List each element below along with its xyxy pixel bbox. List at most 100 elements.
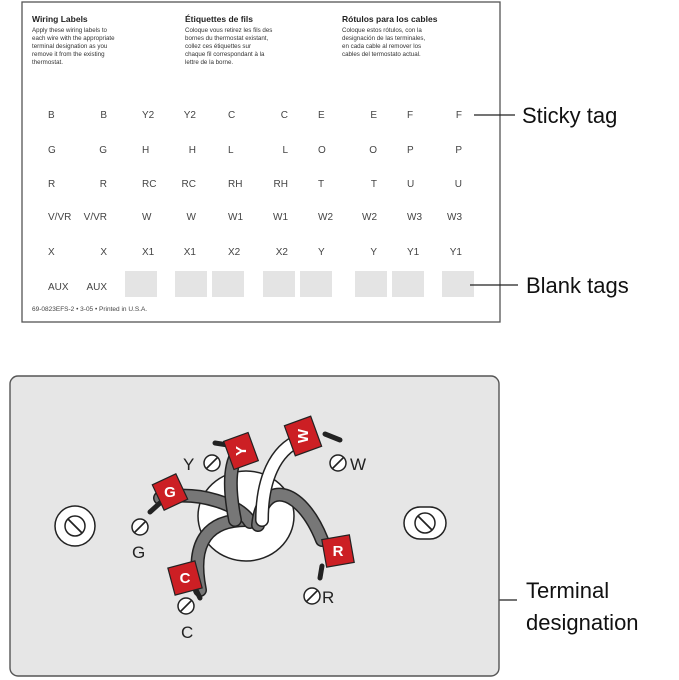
blank-tag — [125, 271, 157, 297]
wire-tag-g: G — [151, 473, 189, 511]
sticky-tag-label: P — [455, 145, 462, 156]
column-body-french-line: bornes du thermostat existant, — [185, 35, 269, 42]
blank-tag — [263, 271, 295, 297]
blank-tag — [355, 271, 387, 297]
left-mounting-screw-icon — [54, 505, 96, 547]
column-body-spanish-line: cables del termostato actual. — [342, 51, 421, 58]
sticky-tag-label: O — [318, 145, 326, 156]
wire-tag-w: W — [283, 415, 323, 457]
wire-tag-g-text: G — [164, 484, 176, 501]
blank-tag — [392, 271, 424, 297]
sticky-tag-label: C — [228, 110, 235, 121]
sticky-tag-label: F — [456, 110, 462, 121]
column-heading-english: Wiring Labels — [32, 14, 88, 24]
sticky-tag-label: RC — [182, 179, 196, 190]
wire-tag-c: C — [167, 560, 203, 596]
sticky-tag-label: U — [407, 179, 414, 190]
terminal-label-c: C — [181, 623, 193, 642]
column-body-french-line: chaque fil correspondant à la — [185, 51, 265, 58]
sticky-tag-label: X1 — [184, 247, 197, 258]
sticky-tag-label: X1 — [142, 247, 155, 258]
sticky-tag-label: X — [48, 247, 55, 258]
sticky-tag-label: Y — [370, 247, 377, 258]
sticky-tag-label: R — [48, 179, 55, 190]
sticky-tag-label: W2 — [362, 212, 377, 223]
wire-tip — [322, 431, 343, 443]
sticky-tag-label: H — [142, 145, 149, 156]
sticky-tag-label: V/VR — [48, 212, 71, 223]
sticky-tag-label: E — [370, 110, 377, 121]
terminal-screw-w-icon — [329, 454, 347, 472]
sticky-tag-label: V/VR — [84, 212, 107, 223]
sticky-tag-label: W — [187, 212, 197, 223]
wire-tag-y-text: Y — [233, 446, 250, 456]
sticky-tag-label: L — [228, 145, 234, 156]
blank-tag — [175, 271, 207, 297]
sticky-tag-label: H — [189, 145, 196, 156]
label-card: Wiring Labels Apply these wiring labels … — [21, 1, 501, 323]
callout-label-blank-tags: Blank tags — [526, 273, 629, 298]
sticky-tag-label: RC — [142, 179, 156, 190]
wire-tag-r: R — [321, 534, 355, 568]
column-body-english-line: each wire with the appropriate — [32, 35, 115, 42]
sticky-tag-label: E — [318, 110, 325, 121]
callout-label-terminal-line1: Terminal — [526, 578, 609, 603]
column-body-spanish-line: Coloque estos rótulos, con la — [342, 27, 422, 34]
sticky-tag-label: P — [407, 145, 414, 156]
sticky-tag-label: AUX — [48, 282, 69, 293]
sticky-tag-label: RH — [274, 179, 288, 190]
callout-sticky-tag: Sticky tag — [474, 103, 617, 128]
sticky-tag-label: X2 — [228, 247, 241, 258]
sticky-tag-label: B — [100, 110, 107, 121]
blank-tag — [212, 271, 244, 297]
column-heading-spanish: Rótulos para los cables — [342, 14, 438, 24]
sticky-tag-label: W3 — [447, 212, 462, 223]
column-body-french-line: lettre de la borne. — [185, 59, 233, 66]
label-card-border — [21, 1, 501, 323]
terminal-label-w: W — [350, 455, 366, 474]
wall-plate: Y W G C R Y W G C R — [9, 375, 500, 677]
sticky-tag-label: W1 — [228, 212, 243, 223]
column-body-french-line: Coloque vous retirez les fils des — [185, 27, 272, 34]
sticky-tag-label: W1 — [273, 212, 288, 223]
blank-tag — [442, 271, 474, 297]
terminal-screw-g-icon — [131, 518, 149, 536]
sticky-tag-label: X — [100, 247, 107, 258]
sticky-tag-label: W3 — [407, 212, 422, 223]
terminal-label-g: G — [132, 543, 145, 562]
terminal-screw-y-icon — [203, 454, 221, 472]
sticky-tag-label: Y2 — [142, 110, 155, 121]
right-mounting-screw-icon — [403, 506, 447, 540]
sticky-tag-label: B — [48, 110, 55, 121]
column-heading-french: Étiquettes de fils — [185, 14, 253, 24]
sticky-tag-label: C — [281, 110, 288, 121]
sticky-tag-label: Y1 — [450, 247, 463, 258]
sticky-tag-label: Y1 — [407, 247, 420, 258]
terminal-label-y: Y — [183, 455, 194, 474]
column-body-english-line: thermostat. — [32, 59, 63, 66]
sticky-tag-label: O — [369, 145, 377, 156]
column-body-english-line: terminal designation as you — [32, 43, 108, 50]
wire-tag-c-text: C — [180, 570, 191, 587]
card-footer: 69-0823EFS-2 • 3-05 • Printed in U.S.A. — [32, 306, 147, 313]
callout-blank-tags: Blank tags — [470, 273, 629, 298]
wire-tag-y: Y — [222, 431, 260, 471]
sticky-tag-label: U — [455, 179, 462, 190]
sticky-tag-label: R — [100, 179, 107, 190]
terminal-screw-c-icon — [177, 597, 195, 615]
column-body-spanish-line: designación de las terminales, — [342, 35, 426, 42]
callout-label-sticky-tag: Sticky tag — [522, 103, 617, 128]
sticky-tag-label: Y — [318, 247, 325, 258]
sticky-tag-label: G — [48, 145, 56, 156]
sticky-tag-label: RH — [228, 179, 242, 190]
sticky-tag-label: L — [282, 145, 288, 156]
sticky-tag-label: Y2 — [184, 110, 197, 121]
wire-tip — [147, 500, 163, 515]
column-body-english-line: remove it from the existing — [32, 51, 105, 58]
sticky-tag-label: G — [99, 145, 107, 156]
column-body-spanish-line: en cada cable al remover los — [342, 43, 421, 50]
wire-tag-r-text: R — [333, 543, 344, 560]
sticky-tag-label: W2 — [318, 212, 333, 223]
